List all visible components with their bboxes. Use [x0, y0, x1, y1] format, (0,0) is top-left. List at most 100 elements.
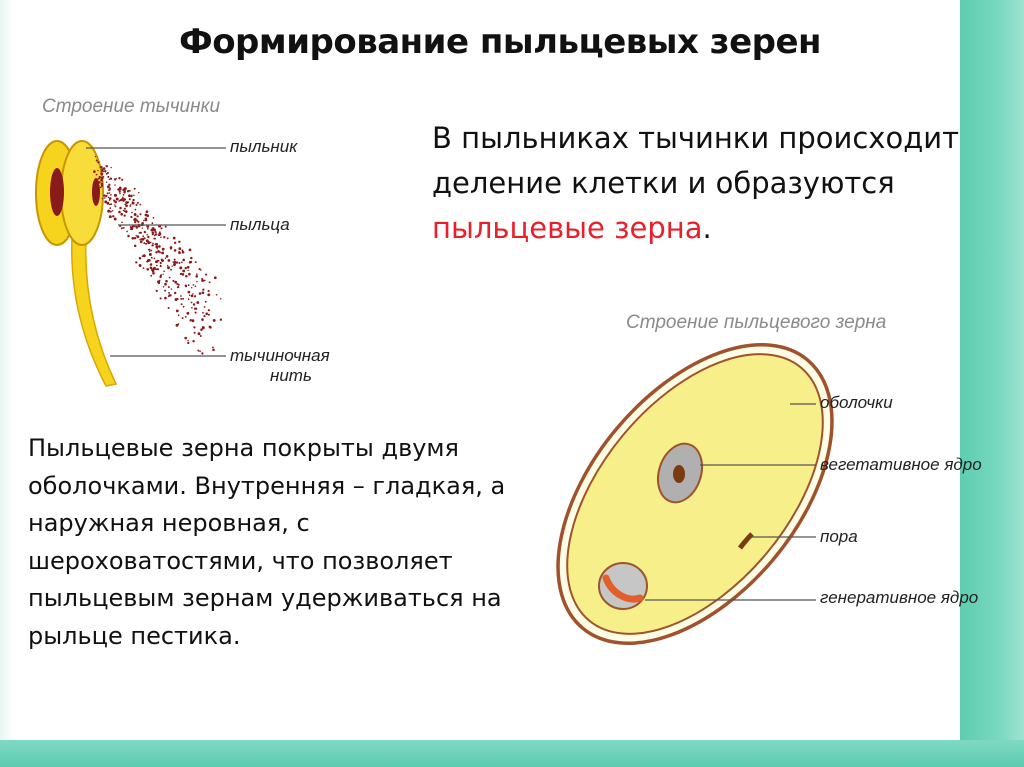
pollen-dot: [159, 265, 162, 268]
pollen-dot: [94, 155, 97, 158]
pollen-dot: [148, 253, 152, 256]
pollen-dot: [149, 266, 153, 270]
pollen-dot: [129, 228, 132, 231]
pollen-dot: [150, 274, 153, 277]
pollen-dot: [178, 250, 181, 253]
pollen-dot: [136, 215, 139, 218]
pollen-dot: [133, 236, 137, 240]
pollen-dot: [108, 192, 111, 194]
pollen-dot: [181, 249, 184, 252]
pollen-dot: [131, 211, 133, 214]
pollen-dot: [181, 261, 183, 264]
label-pore: пора: [820, 527, 858, 546]
pollen-dot: [155, 260, 158, 264]
pollen-dot: [152, 269, 155, 273]
filament-shape: [71, 237, 118, 387]
pollen-dot: [119, 206, 122, 210]
pollen-dot: [123, 191, 126, 194]
pollen-dot: [148, 248, 151, 251]
pollen-dot: [170, 288, 173, 290]
pollen-dot: [126, 230, 128, 233]
pollen-dot: [142, 254, 146, 258]
pollen-dot: [100, 182, 104, 186]
pollen-dot: [180, 303, 183, 306]
pollen-dot: [143, 230, 147, 234]
pollen-dot: [95, 178, 98, 181]
pollen-dot: [114, 205, 117, 208]
pollen-dot: [172, 279, 175, 282]
pollen-dot: [186, 311, 190, 315]
pollen-dot: [162, 273, 164, 276]
pollen-dot: [121, 221, 123, 224]
pollen-dot: [106, 185, 110, 189]
pollen-dot: [201, 291, 205, 295]
pollen-dot: [105, 181, 108, 183]
pollen-dot: [172, 261, 174, 263]
pollen-dot: [192, 293, 194, 295]
pollen-dot: [121, 178, 124, 181]
pollen-dot: [145, 242, 148, 245]
pollen-dot: [112, 215, 115, 218]
pollen-dot: [170, 268, 173, 271]
pollen-dot: [141, 227, 144, 229]
pollen-spray: [93, 155, 223, 355]
pollen-dot: [192, 283, 195, 286]
pollen-dot: [149, 263, 153, 266]
pollen-dot: [151, 233, 154, 236]
pollen-dot: [97, 169, 99, 172]
pollen-dot: [164, 282, 167, 286]
pollen-dot: [189, 260, 193, 264]
pollen-dot: [207, 309, 210, 312]
pollen-dot: [136, 201, 139, 204]
pollen-dot: [114, 204, 116, 206]
pollen-dot: [199, 335, 202, 337]
pollen-dot: [160, 227, 163, 230]
pollen-dot: [108, 215, 112, 219]
pollen-dot: [191, 306, 193, 309]
pollen-dot: [178, 240, 181, 243]
highlight-pollen-grains: пыльцевые зерна: [432, 211, 703, 245]
label-shells: оболочки: [820, 393, 893, 412]
pollen-dot: [168, 291, 171, 294]
pollen-dot: [196, 280, 198, 283]
pollen-dot: [182, 258, 186, 262]
pollen-dot: [123, 207, 126, 210]
pollen-dot: [107, 196, 110, 199]
pollen-dot: [219, 318, 223, 321]
pollen-dot: [169, 294, 172, 297]
pollen-dot: [131, 236, 135, 240]
pollen-dot: [220, 297, 222, 300]
pollen-dot: [179, 266, 183, 270]
label-filament-line1: тычиночная: [230, 346, 330, 365]
pollen-dot: [194, 261, 197, 264]
pollen-dot: [146, 214, 150, 218]
pollen-dot: [180, 297, 183, 300]
pollen-dot: [176, 298, 179, 300]
pollen-dot: [172, 236, 176, 240]
pollen-dot: [110, 203, 113, 206]
pollen-dot: [108, 183, 111, 186]
pollen-dot: [135, 261, 138, 264]
pollen-dot: [115, 197, 119, 201]
pollen-dot: [133, 217, 137, 221]
pollen-dot: [207, 290, 210, 293]
pollen-dot: [109, 210, 112, 213]
pollen-dot: [113, 217, 117, 221]
pollen-dot: [98, 175, 101, 179]
pollen-dot: [158, 245, 161, 248]
vegetative-nucleolus: [673, 465, 685, 483]
pollen-dot: [99, 166, 102, 169]
pollen-dot: [201, 352, 204, 355]
pollen-dot: [143, 237, 146, 240]
pollen-dot: [185, 275, 188, 278]
pollen-dot: [182, 269, 186, 273]
pollen-dot: [100, 170, 103, 172]
pollen-dot: [159, 261, 162, 265]
pollen-dot: [146, 225, 150, 228]
pollen-dot: [160, 258, 163, 261]
pollen-dot: [132, 198, 135, 202]
description-paragraph: Пыльцевые зерна покрыты двумя оболочками…: [28, 434, 506, 650]
pollen-dot: [96, 179, 99, 182]
pollen-dot: [156, 264, 158, 267]
pollen-dot: [189, 319, 192, 322]
